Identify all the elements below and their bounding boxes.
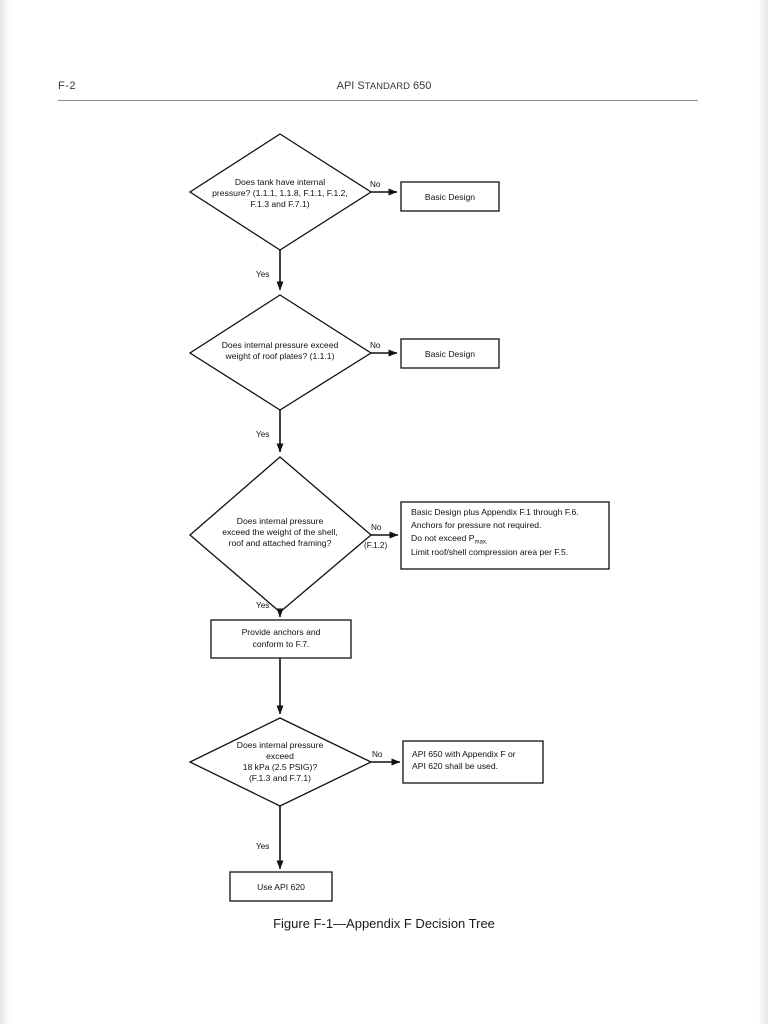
decision-1-line-1: Does tank have internal [235,177,325,187]
decision-4-line-1: Does internal pressure [237,740,324,750]
box-use-api-620-label: Use API 620 [257,882,305,892]
decision-3-line-3: roof and attached framing? [229,538,332,548]
box-use-api-620 [229,871,333,902]
box-provide-anchors-line-1: Provide anchors and [242,627,321,637]
decision-2-no-label: No [370,341,381,350]
header-rule [58,100,698,101]
box-appendix-line-3: Do not exceed Pmax. [411,533,488,546]
decision-4-yes-label: Yes [256,842,269,851]
figure-caption: Figure F-1—Appendix F Decision Tree [273,916,495,931]
box-basic-design-plus-appendix [400,501,610,570]
decision-4-line-3: 18 kPa (2.5 PSIG)? [243,762,318,772]
box-basic-design-2 [400,338,500,369]
box-api650-line-2: API 620 shall be used. [412,761,498,771]
running-head-smallcaps: TANDARD [364,81,410,92]
box-provide-anchors [210,619,352,659]
box-appendix-line-1: Basic Design plus Appendix F.1 through F… [411,507,579,517]
decision-2-yes-label: Yes [256,430,269,439]
running-head-tail: 650 [409,80,432,92]
box-appendix-line-4: Limit roof/shell compression area per F.… [411,547,568,557]
decision-3-line-1: Does internal pressure [237,516,324,526]
box-basic-design-2-label: Basic Design [425,349,475,359]
box-provide-anchors-line-2: conform to F.7. [253,639,310,649]
running-head: API STANDARD 650 [0,80,768,92]
decision-4-line-4: (F.1.3 and F.7.1) [249,773,311,783]
decision-1-line-2: pressure? (1.1.1, 1.1.8, F.1.1, F.1.2, [212,188,348,198]
decision-1-no-label: No [370,180,381,189]
decision-1-yes-label: Yes [256,270,269,279]
box-basic-design-1 [400,181,500,212]
box-api650-api620 [402,740,544,784]
box-appendix-pmax-subscript: max. [475,540,488,546]
box-api650-line-1: API 650 with Appendix F or [412,749,516,759]
decision-4-no-label: No [372,750,383,759]
decision-3-no-label: No [371,523,382,532]
box-basic-design-1-label: Basic Design [425,192,475,202]
page-folio: F-2 [58,80,76,92]
decision-2-line-1: Does internal pressure exceed [222,340,339,350]
decision-2-line-2: weight of roof plates? (1.1.1) [225,351,335,361]
decision-1-line-3: F.1.3 and F.7.1) [250,199,309,209]
decision-3-line-2: exceed the weight of the shell, [222,527,338,537]
running-head-main: API S [336,80,365,92]
decision-4-line-2: exceed [266,751,294,761]
decision-3-sub-label: (F.1.2) [364,541,387,550]
box-appendix-line-2: Anchors for pressure not required. [411,520,541,530]
box-appendix-line-3-text: Do not exceed P [411,533,475,543]
decision-3-yes-label: Yes [256,601,269,610]
